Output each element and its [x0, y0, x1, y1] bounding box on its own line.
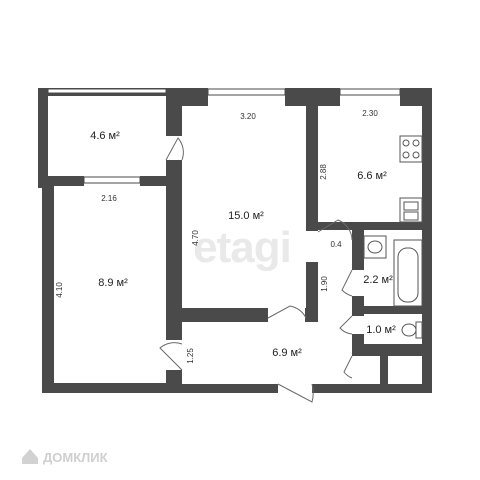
dim-left-side: 4.10 — [55, 282, 64, 298]
area-kitchen: 6.6 м² — [357, 170, 387, 182]
dim-center-top: 3.20 — [240, 112, 256, 121]
windows — [47, 88, 401, 184]
area-hallway: 6.9 м² — [272, 347, 302, 359]
dim-center-side: 4.70 — [191, 230, 200, 246]
area-room-center: 15.0 м² — [228, 210, 264, 222]
dim-hall-side: 1.25 — [186, 348, 195, 364]
area-room-left: 8.9 м² — [98, 277, 128, 289]
window-kitchen — [339, 88, 401, 96]
door-balcony — [165, 137, 184, 161]
dim-bath-side: 1.90 — [320, 276, 329, 292]
dim-kitchen-top: 2.30 — [362, 109, 378, 118]
door-closet — [343, 355, 353, 379]
toilet-icon — [401, 323, 417, 337]
dim-left-top: 2.16 — [101, 194, 117, 203]
door-kitchen — [317, 219, 353, 241]
area-labels: 4.6 м² 15.0 м² 6.6 м² 8.9 м² 2.2 м² 1.0 … — [90, 130, 396, 359]
house-icon — [22, 449, 38, 464]
area-toilet: 1.0 м² — [366, 324, 396, 336]
door-bathroom — [341, 269, 353, 297]
door-toilet — [339, 315, 353, 335]
logo-text: ДОМКЛИК — [43, 450, 108, 465]
dimension-labels: 3.20 2.30 2.16 0.4 2.88 4.70 4.10 1.90 1… — [55, 109, 378, 364]
area-bathroom: 2.2 м² — [363, 274, 393, 286]
door-left-room — [159, 342, 183, 371]
walls — [38, 88, 432, 393]
door-center-room — [267, 305, 307, 319]
stove-icon — [399, 135, 423, 163]
door-entrance — [277, 383, 314, 403]
domclick-logo: ДОМКЛИК — [22, 449, 108, 465]
watermark: etagi — [193, 223, 291, 272]
fixtures — [363, 135, 423, 339]
window-left-room — [83, 176, 141, 184]
area-balcony: 4.6 м² — [90, 130, 120, 142]
window-balcony — [47, 88, 167, 94]
doors — [159, 137, 353, 403]
dim-bath-gap: 0.4 — [330, 240, 342, 249]
dim-kitchen-side: 2.88 — [319, 164, 328, 180]
window-center — [207, 88, 286, 96]
